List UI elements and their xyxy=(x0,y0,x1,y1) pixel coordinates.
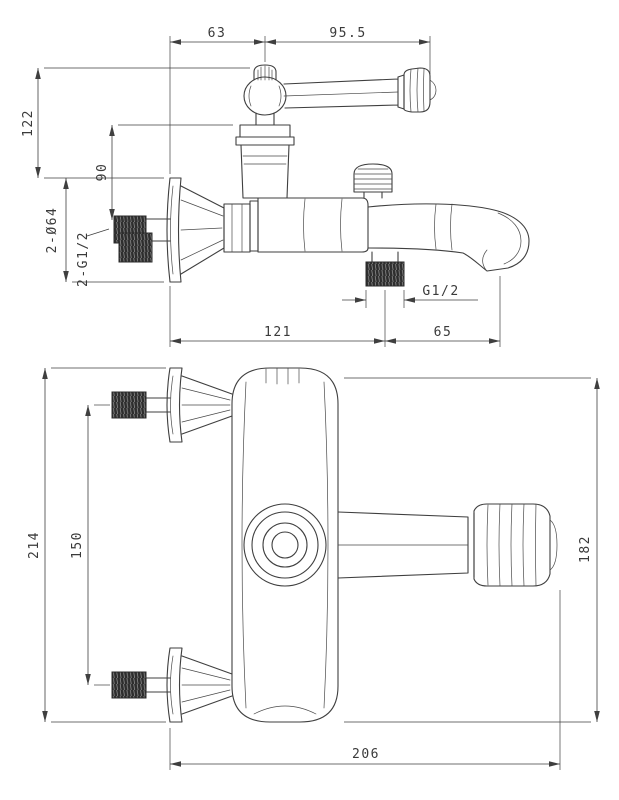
dim-95-5-label: 95.5 xyxy=(329,26,366,41)
faucet-body-front xyxy=(231,367,339,723)
inlet-nut-top-front xyxy=(111,391,147,419)
dim-121-label: 121 xyxy=(264,325,292,340)
dim-2-dia64: 2-Ø64 xyxy=(45,178,69,282)
inlet-pipe-bottom-front xyxy=(145,677,171,693)
shower-outlet xyxy=(365,251,405,287)
valve-cartridge xyxy=(235,112,295,199)
dim-90: 90 xyxy=(95,125,115,220)
handle-rosette xyxy=(243,503,327,587)
dim-2-g12: 2-G1/2 xyxy=(76,231,91,287)
top-view-extension-lines xyxy=(44,36,501,347)
dim-150: 150 xyxy=(70,405,91,685)
dim-65-label: 65 xyxy=(434,325,453,340)
dim-206-label: 206 xyxy=(352,747,380,762)
dim-65: 65 xyxy=(385,325,500,344)
dim-63: 63 xyxy=(170,26,265,45)
inlet-nut-bottom-front xyxy=(111,671,147,699)
dim-g12-label: G1/2 xyxy=(422,284,459,299)
inlet-nut-side xyxy=(113,215,153,263)
body-connector-nut xyxy=(223,200,259,253)
diverter-knob xyxy=(353,163,393,199)
dim-2-g12-label: 2-G1/2 xyxy=(76,231,91,287)
dim-g12-outlet: G1/2 xyxy=(342,284,478,303)
dim-121: 121 xyxy=(170,325,385,344)
dim-90-label: 90 xyxy=(95,163,110,182)
spout-side xyxy=(367,203,530,272)
wall-escutcheon-side xyxy=(166,177,225,283)
wall-escutcheon-bottom-front xyxy=(166,647,233,723)
top-view: 63 95.5 122 90 2-Ø64 2-G1/2 xyxy=(21,26,530,347)
dim-206: 206 xyxy=(170,747,560,767)
front-view: 214 150 182 206 xyxy=(27,367,600,770)
top-view-faucet xyxy=(113,64,530,287)
front-view-faucet xyxy=(111,367,558,723)
dim-214: 214 xyxy=(27,368,48,722)
lever-handle-front xyxy=(337,503,558,587)
dim-214-label: 214 xyxy=(27,531,42,559)
lever-handle xyxy=(243,64,437,116)
wall-escutcheon-top-front xyxy=(166,367,233,443)
dim-122: 122 xyxy=(21,68,41,178)
dim-95-5: 95.5 xyxy=(265,26,430,45)
dim-182: 182 xyxy=(578,378,600,722)
dim-63-label: 63 xyxy=(208,26,227,41)
faucet-body-side xyxy=(257,197,369,253)
dim-122-label: 122 xyxy=(21,109,36,137)
inlet-pipe-top-front xyxy=(145,397,171,413)
dim-2-dia64-label: 2-Ø64 xyxy=(45,207,60,254)
front-view-extension-lines xyxy=(51,367,591,770)
dim-150-label: 150 xyxy=(70,531,85,559)
dim-182-label: 182 xyxy=(578,535,593,563)
